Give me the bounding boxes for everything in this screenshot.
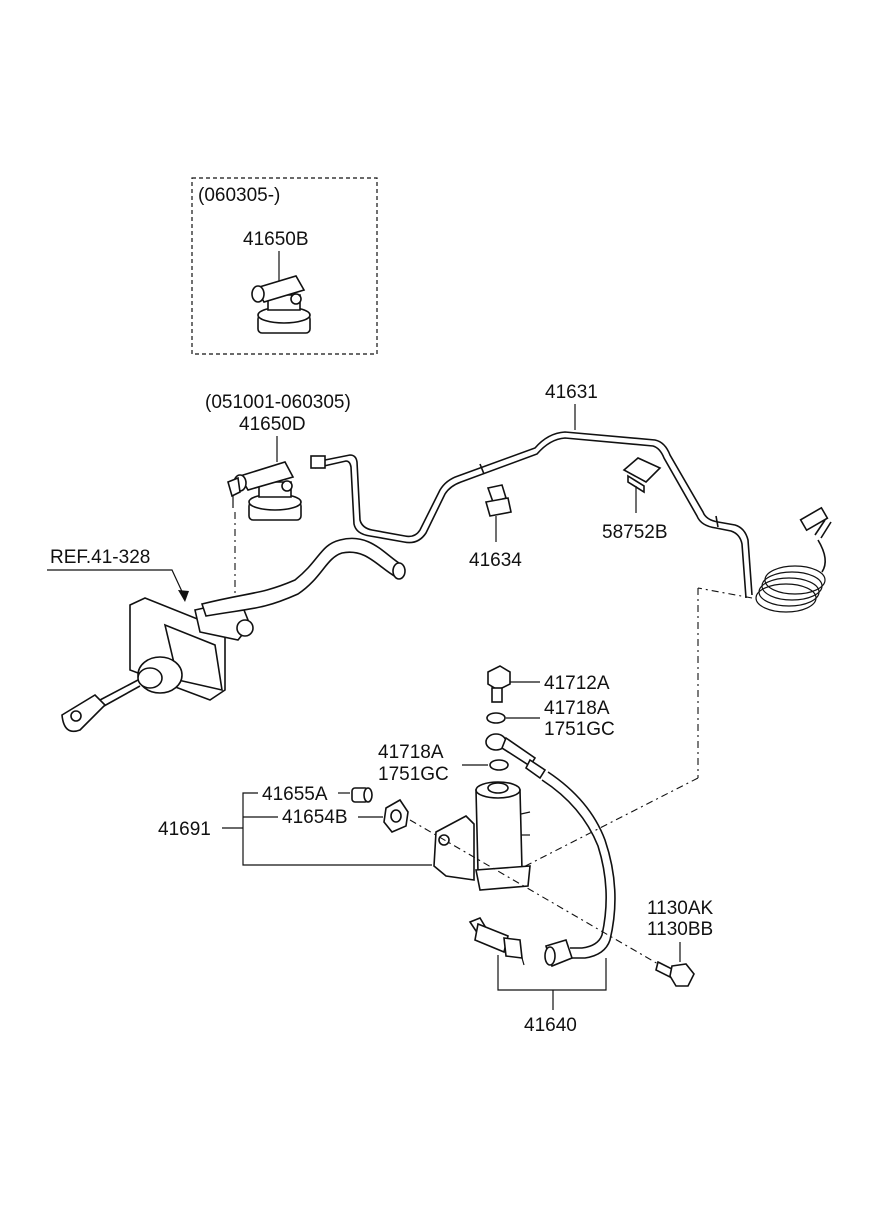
assembly-41691-bracket xyxy=(222,792,432,866)
hose-fitting-icon xyxy=(485,733,616,959)
version-old-label[interactable]: (051001-060305) xyxy=(205,392,351,413)
hose-assy-41640-icon xyxy=(468,917,573,968)
part-label-41691[interactable]: 41691 xyxy=(158,819,211,840)
release-cylinder-icon xyxy=(433,781,531,891)
part-label-41631[interactable]: 41631 xyxy=(545,382,598,403)
part-label-41634[interactable]: 41634 xyxy=(469,550,522,571)
gasket-bottom-icon xyxy=(489,759,509,771)
bleeder-bolt-41712a-icon xyxy=(487,665,511,703)
bushing-41655a-icon xyxy=(351,787,373,803)
part-label-58752b[interactable]: 58752B xyxy=(602,522,668,543)
reservoir-41650d-icon xyxy=(227,461,302,521)
bushing-41654b-icon xyxy=(383,798,409,833)
master-cylinder-icon xyxy=(61,597,254,733)
part-label-1130ak[interactable]: 1130AK xyxy=(647,898,714,919)
part-label-41718a-bottom[interactable]: 41718A xyxy=(378,742,444,763)
part-label-41712a[interactable]: 41712A xyxy=(544,673,610,694)
reservoir-41650b-icon xyxy=(251,275,311,334)
part-label-41640[interactable]: 41640 xyxy=(524,1015,577,1036)
part-label-1130bb[interactable]: 1130BB xyxy=(647,919,713,940)
version-box: (060305-) 41650B xyxy=(191,177,378,355)
part-label-41650b[interactable]: 41650B xyxy=(243,229,309,250)
bracket-clip-58752b-icon xyxy=(622,457,662,513)
part-label-41650d[interactable]: 41650D xyxy=(239,414,306,435)
tube-coil-icon xyxy=(755,506,832,613)
part-label-1751gc-bottom[interactable]: 1751GC xyxy=(378,764,449,785)
ref-label[interactable]: REF.41-328 xyxy=(50,547,150,568)
part-label-41654b[interactable]: 41654B xyxy=(282,807,348,828)
part-label-41655a[interactable]: 41655A xyxy=(262,784,328,805)
part-label-1751gc-top[interactable]: 1751GC xyxy=(544,719,615,740)
clutch-tube-41631 xyxy=(310,431,753,599)
part-label-41718a-top[interactable]: 41718A xyxy=(544,698,610,719)
bolt-1130ak-icon xyxy=(655,960,695,987)
version-new-label[interactable]: (060305-) xyxy=(198,185,280,206)
clip-41634-icon xyxy=(484,484,512,542)
gasket-top-icon xyxy=(486,712,506,724)
